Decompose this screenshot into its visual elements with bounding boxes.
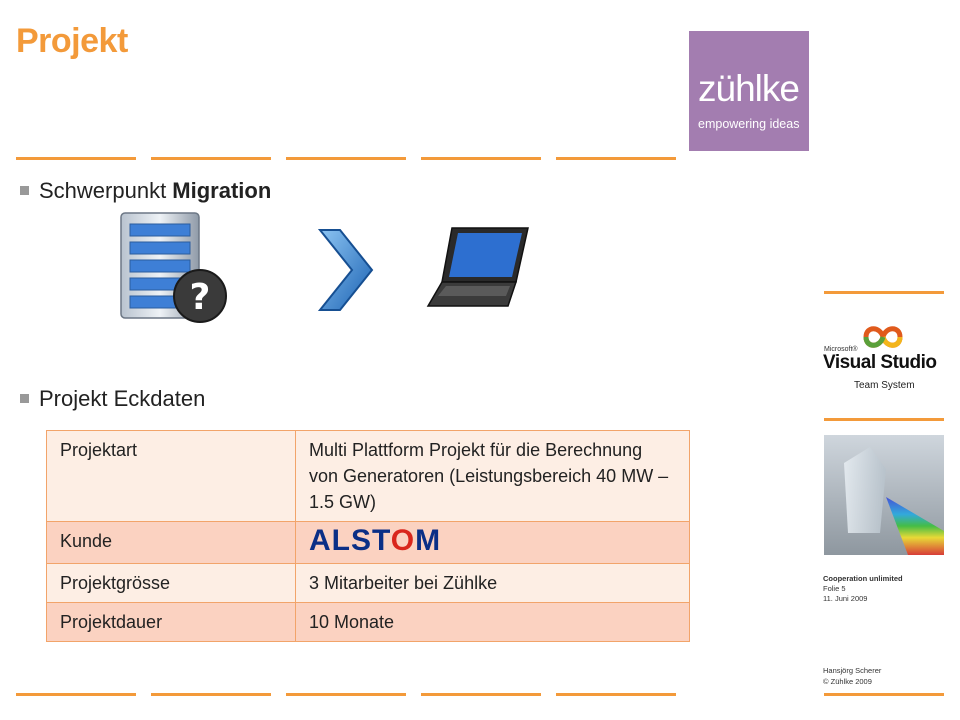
bullet-square-icon — [20, 393, 29, 403]
bullet-migration-prefix: Schwerpunkt — [39, 178, 173, 203]
footer-author: Hansjörg Scherer — [823, 666, 882, 675]
table-cell-value: Multi Plattform Projekt für die Berechnu… — [295, 430, 690, 522]
table-cell-label: Kunde — [46, 521, 296, 564]
footer-copyright: © Zühlke 2009 — [823, 677, 872, 686]
vs-infinity-icon — [863, 326, 903, 348]
visual-studio-logo: Microsoft® Visual Studio Team System — [822, 322, 946, 394]
server-question-icon: ? — [120, 212, 227, 323]
slide-title: Projekt — [16, 22, 128, 60]
side-rule-top — [824, 291, 944, 294]
vs-team: Team System — [854, 380, 915, 391]
prism-image — [824, 435, 944, 555]
logo-tagline: empowering ideas — [698, 117, 800, 131]
table-cell-label: Projektdauer — [46, 602, 296, 642]
bullet-eckdaten-label: Projekt Eckdaten — [39, 386, 206, 411]
table-row: Projektdauer 10 Monate — [46, 602, 690, 642]
vs-microsoft-label: Microsoft® — [824, 346, 858, 353]
table-cell-label: Projektgrösse — [46, 563, 296, 603]
project-data-table: Projektart Multi Plattform Projekt für d… — [46, 430, 690, 642]
footer-folie: Folie 5 — [823, 584, 846, 593]
table-row: Projektgrösse 3 Mitarbeiter bei Zühlke — [46, 563, 690, 603]
bullet-migration-bold: Migration — [172, 178, 272, 203]
logo-brand: zühlke — [698, 68, 800, 109]
footer-cooperation: Cooperation unlimited — [823, 574, 903, 583]
zuehlke-logo: zühlke empowering ideas — [689, 31, 809, 151]
alstom-logo: ALSTOM — [309, 524, 442, 557]
vs-name: Visual Studio — [823, 352, 937, 373]
table-row: Kunde ALSTOM — [46, 521, 690, 564]
bullet-square-icon — [20, 185, 29, 195]
table-row: Projektart Multi Plattform Projekt für d… — [46, 430, 690, 522]
alstom-logo-cell: ALSTOM — [295, 521, 690, 564]
bullet-migration: Schwerpunkt Migration — [20, 178, 271, 204]
side-rule-middle — [824, 418, 944, 421]
table-cell-value: 10 Monate — [295, 602, 690, 642]
table-cell-value: 3 Mitarbeiter bei Zühlke — [295, 563, 690, 603]
table-cell-label: Projektart — [46, 430, 296, 522]
footer-date: 11. Juni 2009 — [823, 594, 868, 603]
svg-text:?: ? — [190, 277, 211, 318]
chevron-right-icon — [317, 229, 374, 311]
bullet-eckdaten: Projekt Eckdaten — [20, 386, 205, 412]
laptop-icon — [426, 227, 529, 307]
